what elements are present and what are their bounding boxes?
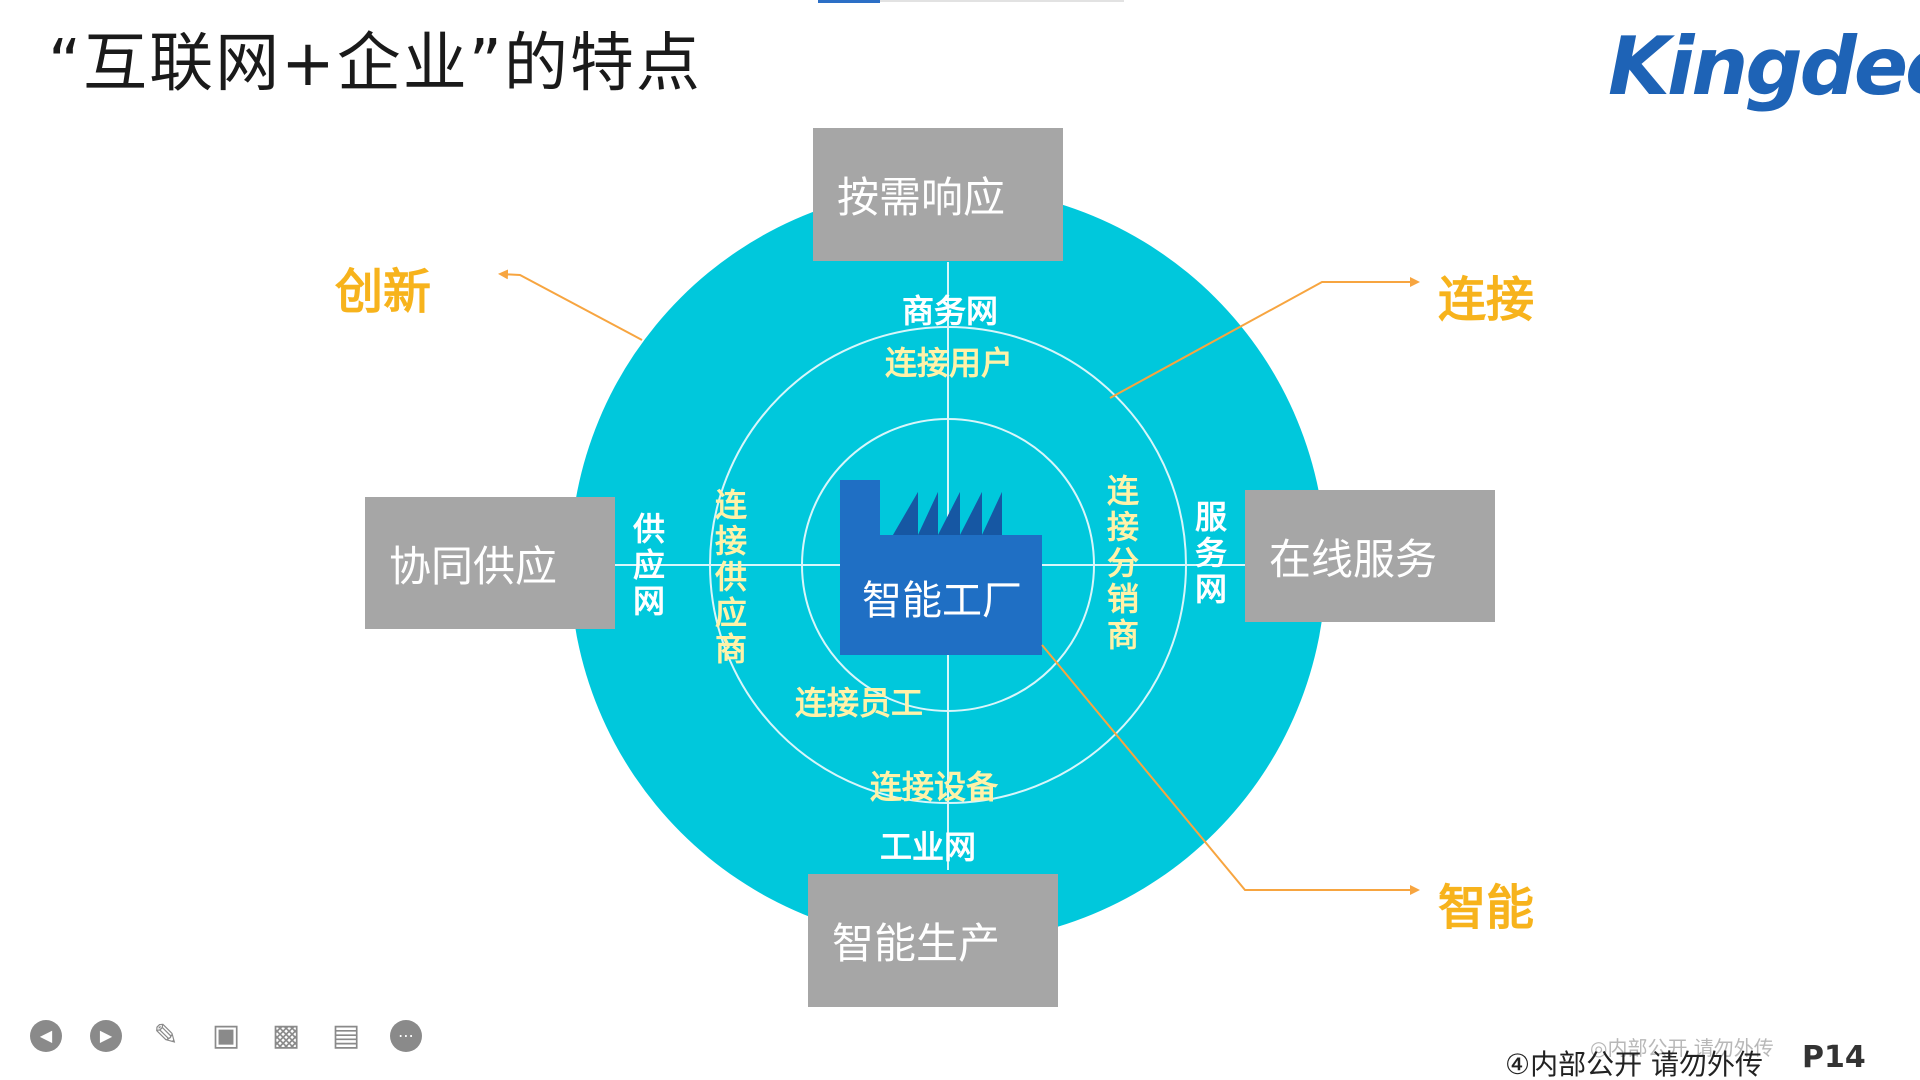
label-connect-suppliers: 连接供应商	[710, 488, 748, 668]
previous-icon[interactable]: ◀	[30, 1020, 62, 1052]
label-industrial-network: 工业网	[880, 828, 977, 866]
factory-icon	[840, 480, 1042, 655]
label-connect-distributors: 连接分销商	[1102, 474, 1140, 654]
focus-icon[interactable]: ▣	[211, 1018, 241, 1053]
label-connect-devices: 连接设备	[870, 768, 999, 806]
camera-icon[interactable]: ▩	[271, 1018, 301, 1053]
pen-icon[interactable]: ✎	[153, 1018, 179, 1053]
footer-ghost-note: ◎内部公开 请勿外传	[1590, 1036, 1774, 1060]
more-icon[interactable]: ⋯	[390, 1020, 422, 1052]
comment-icon[interactable]: ▤	[331, 1018, 361, 1053]
presentation-toolbar: ◀ ▶ ✎ ▣ ▩ ▤ ⋯	[30, 1020, 422, 1052]
box-on-demand-response: 按需响应	[813, 128, 1063, 261]
label-supply-network: 供应网	[628, 512, 666, 620]
label-connect-users: 连接用户	[885, 344, 1014, 382]
theme-intelligence: 智能	[1438, 880, 1535, 936]
box-collaborative-supply: 协同供应	[365, 497, 615, 629]
slide-title: “互联网+企业”的特点	[48, 27, 702, 101]
theme-connection: 连接	[1438, 272, 1535, 328]
page-number: P14	[1802, 1040, 1866, 1075]
top-progress-track	[880, 0, 1124, 2]
label-connect-employees: 连接员工	[795, 684, 924, 722]
label-service-network: 服务网	[1190, 500, 1228, 608]
arrow-to-connection	[1109, 277, 1420, 399]
box-online-service: 在线服务	[1245, 490, 1495, 622]
next-icon[interactable]: ▶	[90, 1020, 122, 1052]
arrow-to-intelligence	[1041, 644, 1420, 895]
arrow-to-innovation	[498, 269, 643, 341]
kingdee-logo: Kingdee	[1608, 20, 1920, 113]
box-intelligent-production: 智能生产	[808, 874, 1058, 1007]
label-business-network: 商务网	[902, 292, 999, 330]
top-progress-marker	[818, 0, 880, 3]
footer-confidentiality-note: ④内部公开 请勿外传	[1505, 1048, 1764, 1080]
smart-factory-label: 智能工厂	[862, 578, 1022, 624]
theme-innovation: 创新	[335, 264, 432, 320]
